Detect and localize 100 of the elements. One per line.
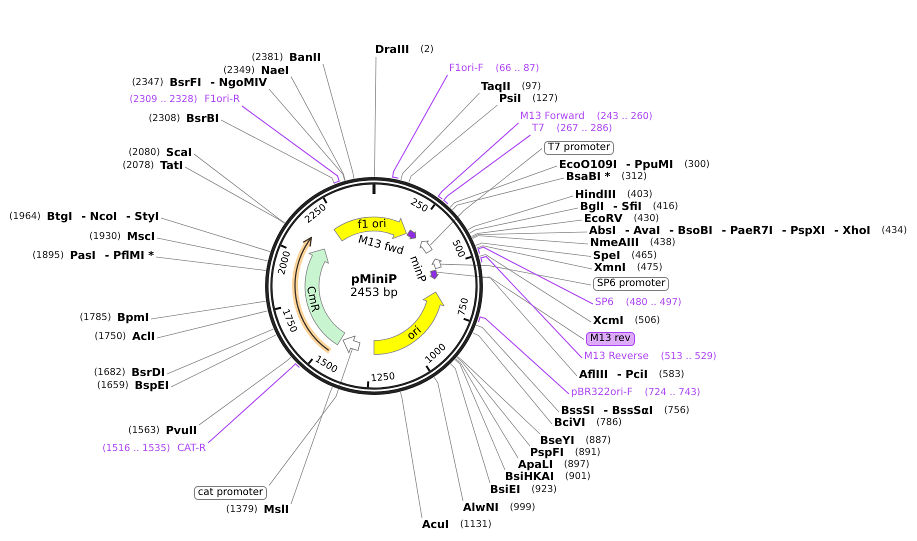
restriction-site-label: TaqII (97) xyxy=(481,81,542,93)
primer-label: M13 Forward (243 .. 260) xyxy=(520,111,653,123)
restriction-site-label: (1659) BspEI xyxy=(96,380,169,392)
feature-label: f1 ori xyxy=(357,218,386,230)
primer-label: pBR322ori-F (724 .. 743) xyxy=(571,387,700,399)
restriction-site-label: BssSI - BssSαI (756) xyxy=(561,405,690,417)
feature-arc xyxy=(342,334,361,354)
leader-line xyxy=(450,166,558,208)
restriction-site-label: AbsI - AvaI - BsoBI - PaeR7I - PspXI - XhoI (434) xyxy=(589,225,908,237)
restriction-site-label: XcmI (506) xyxy=(593,315,660,327)
restriction-site-label: (1930) MscI xyxy=(89,231,155,243)
primer-label: F1ori-F (66 .. 87) xyxy=(449,63,540,75)
leader-line xyxy=(475,242,592,257)
leader-line xyxy=(322,64,354,179)
leader-line xyxy=(220,120,335,185)
leader-line xyxy=(482,276,578,376)
restriction-site-label: (1379) MslI xyxy=(226,504,289,516)
leader-line xyxy=(455,358,518,458)
leader-line xyxy=(268,348,353,486)
restriction-site-label: (1682) BsrDI xyxy=(94,367,165,379)
leader-line xyxy=(374,56,376,178)
restriction-site-label: (1785) BpmI xyxy=(80,312,149,324)
tick-label: 1750 xyxy=(280,308,298,334)
leader-line xyxy=(478,254,592,322)
restriction-site-label: EcoO109I - PpuMI (300) xyxy=(559,159,710,171)
restriction-site-label: BciVI (786) xyxy=(554,417,622,429)
leader-line xyxy=(392,74,448,179)
primer-label: (2309 .. 2328) F1ori-R xyxy=(129,94,240,106)
restriction-site-label: BseYI (887) xyxy=(540,435,611,447)
restriction-site-label: (2308) BsrBI xyxy=(148,113,219,125)
restriction-site-label: ApaLI (897) xyxy=(518,459,590,471)
leader-line xyxy=(268,88,346,182)
plasmid-ring xyxy=(265,177,483,395)
restriction-site-label: PspFI (891) xyxy=(530,447,600,459)
leader-line xyxy=(436,272,584,340)
feature-tag: SP6 promoter xyxy=(593,277,670,291)
restriction-site-label: PsiI (127) xyxy=(499,93,558,105)
leader-line xyxy=(400,92,480,180)
leader-line xyxy=(471,220,582,237)
leader-line xyxy=(457,356,540,434)
leader-line xyxy=(198,356,292,426)
primer-label: T7 (267 .. 286) xyxy=(532,123,612,135)
leader-line xyxy=(476,245,592,270)
restriction-site-label: NmeAIII (438) xyxy=(590,237,676,249)
feature-label: ori xyxy=(404,324,423,342)
leader-line xyxy=(430,148,542,246)
leader-line xyxy=(290,386,333,504)
restriction-site-label: BsiEI (923) xyxy=(490,484,557,496)
feature-tag: M13 rev xyxy=(586,332,634,346)
plasmid-size: 2453 bp xyxy=(350,286,398,299)
leader-line xyxy=(472,235,588,244)
feature-arc xyxy=(431,258,442,270)
restriction-site-label: AcuI (1131) xyxy=(422,519,492,531)
leader-line xyxy=(434,376,464,502)
primer-label: SP6 (480 .. 497) xyxy=(595,297,682,309)
leader-line xyxy=(438,122,519,200)
leader-line xyxy=(480,256,582,358)
tick-label: 1250 xyxy=(370,372,396,384)
restriction-site-label: EcoRV (430) xyxy=(584,213,660,225)
restriction-site-label: (1895) PasI - PflMI * xyxy=(32,250,154,262)
feature-tag: cat promoter xyxy=(194,486,267,500)
plasmid-name: pMiniP xyxy=(350,273,398,286)
restriction-site-label: AlwNI (999) xyxy=(463,502,536,514)
leader-line xyxy=(472,232,588,238)
feature-arc xyxy=(304,248,346,346)
restriction-site-label: (2080) ScaI xyxy=(128,147,192,159)
feature-arc xyxy=(406,228,417,240)
leader-line xyxy=(194,154,286,224)
leader-line xyxy=(440,264,592,286)
leader-line xyxy=(400,392,422,518)
feature-label: M13 fwd xyxy=(357,234,405,256)
leader-line xyxy=(472,332,552,424)
leader-line xyxy=(170,334,277,388)
feature-label: minP xyxy=(408,254,428,284)
feature-label: CmR xyxy=(305,284,322,313)
leader-line xyxy=(478,246,594,304)
leader-line xyxy=(166,328,274,374)
leader-line xyxy=(476,324,560,412)
restriction-site-label: BsaBI * (312) xyxy=(566,171,647,183)
leader-line xyxy=(443,134,531,204)
tick-label: 250 xyxy=(409,197,430,215)
feature-arc xyxy=(419,240,434,254)
restriction-site-label: (2349) NaeI xyxy=(223,64,289,76)
restriction-site-label: (1964) BtgI - NcoI - StyI xyxy=(9,211,159,223)
restriction-site-label: (2347) BsrFI - NgoMIV xyxy=(132,77,267,89)
leader-line xyxy=(156,310,268,338)
leader-line xyxy=(456,356,530,446)
leader-line xyxy=(408,104,498,183)
leader-line xyxy=(454,359,506,470)
tick-label: 2000 xyxy=(277,250,293,276)
primer-label: (1516 .. 1535) CAT-R xyxy=(102,443,206,455)
leader-line xyxy=(469,208,578,234)
restriction-site-label: AflIII - PciI (583) xyxy=(579,369,684,381)
leader-line xyxy=(450,364,490,484)
leader-line xyxy=(467,196,574,230)
restriction-site-label: (1750) AclI xyxy=(94,331,155,343)
leader-line xyxy=(150,300,266,320)
tick-label: 500 xyxy=(450,238,466,260)
restriction-site-label: (2381) BanII xyxy=(252,52,321,64)
feature-tag: T7 promoter xyxy=(544,140,614,154)
